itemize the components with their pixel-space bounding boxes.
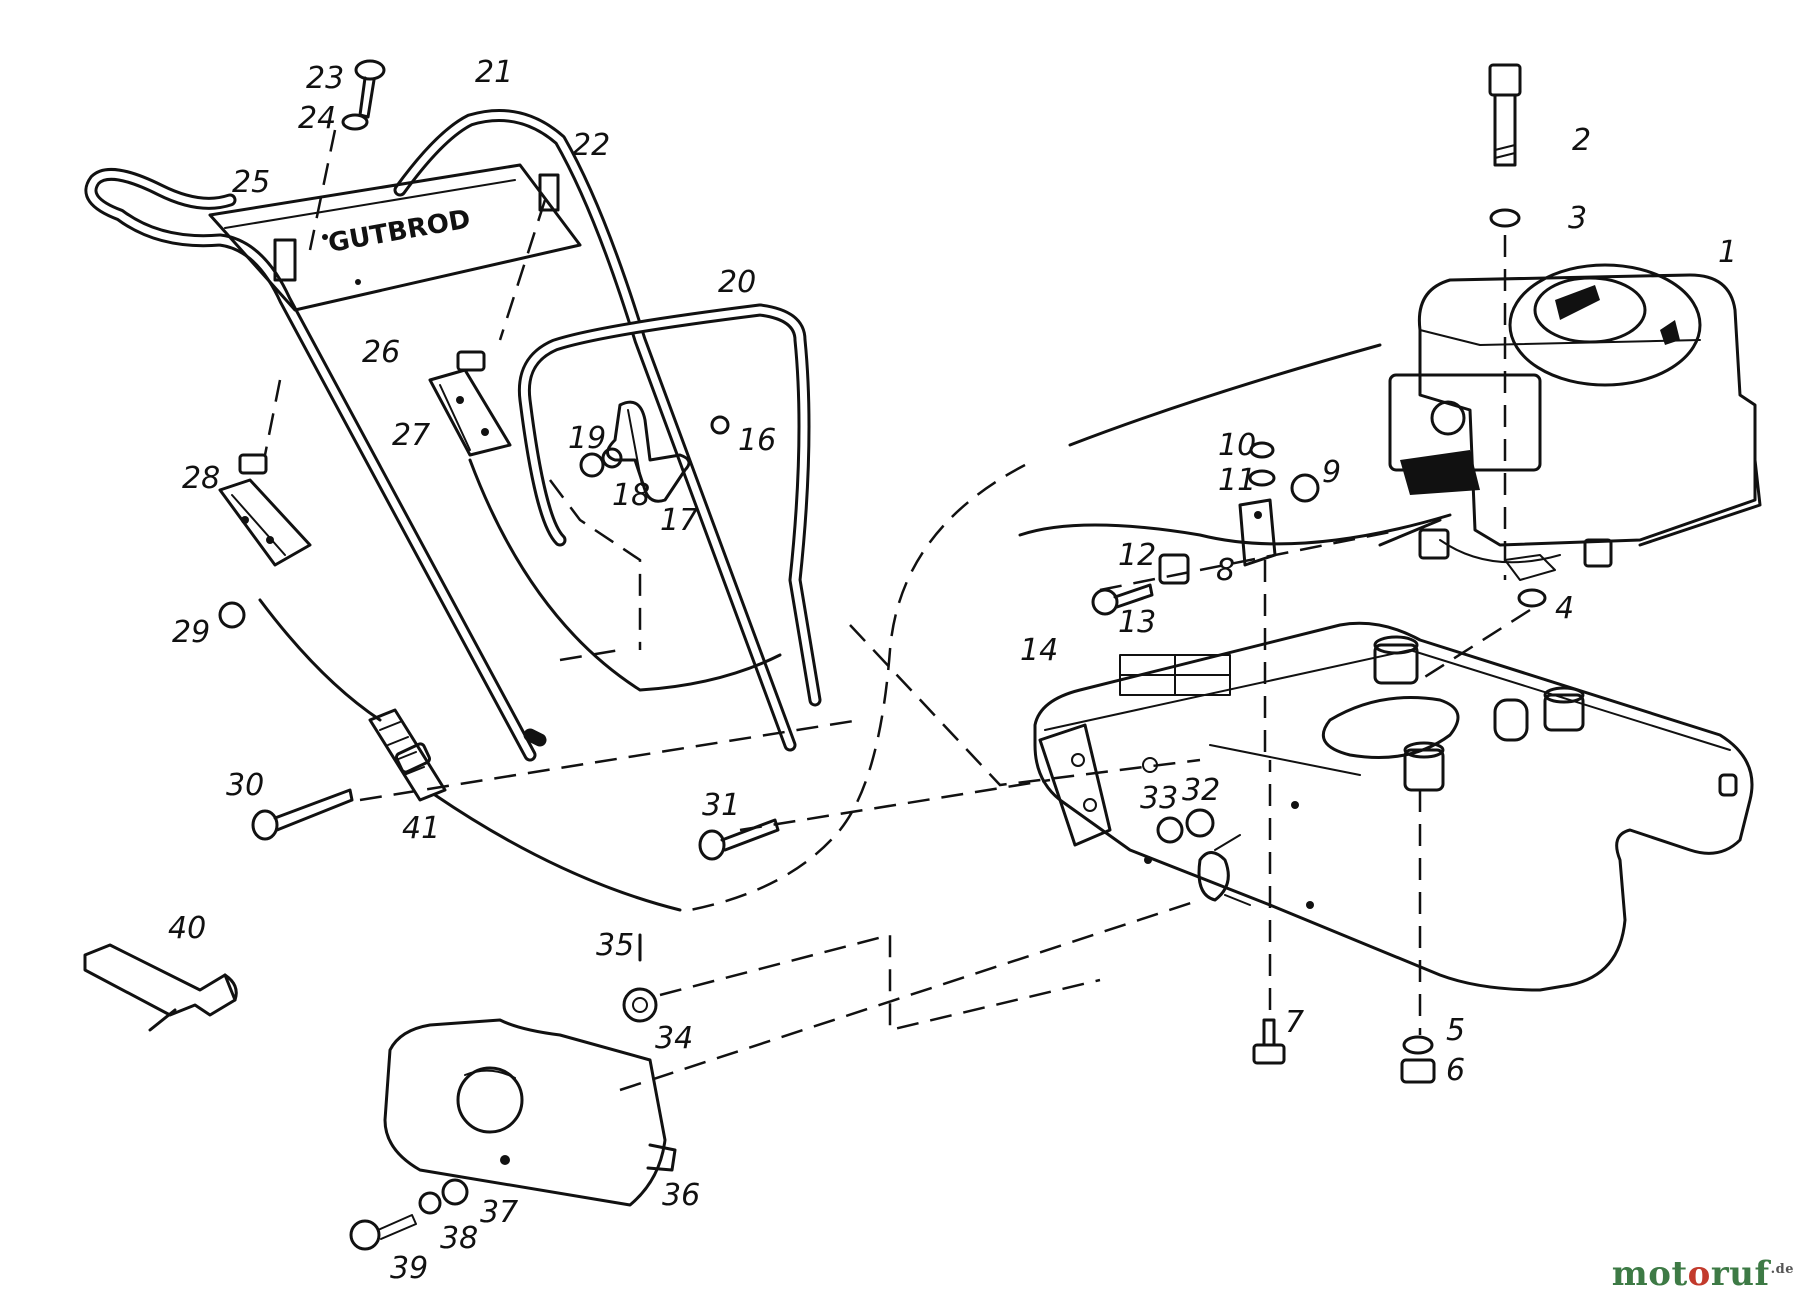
spark-plug-wrench xyxy=(83,943,238,1032)
label-part-36: 36 xyxy=(662,1178,700,1213)
label-part-8: 8 xyxy=(1216,553,1235,588)
pulley-34 xyxy=(622,987,658,1023)
bracket-28 xyxy=(218,453,312,567)
label-part-28: 28 xyxy=(182,461,220,496)
clip-12 xyxy=(1158,553,1190,585)
washer-37 xyxy=(441,1178,469,1206)
watermark-part-c: ruf xyxy=(1710,1254,1770,1294)
engine xyxy=(1388,263,1762,581)
label-part-14: 14 xyxy=(1020,633,1058,668)
screw-7 xyxy=(1252,1018,1286,1065)
label-part-7: 7 xyxy=(1285,1005,1304,1040)
handle-brand-label: GUTBROD xyxy=(326,204,473,259)
label-part-6: 6 xyxy=(1446,1053,1465,1088)
handle-frame xyxy=(84,109,797,762)
label-part-1: 1 xyxy=(1718,235,1737,270)
label-part-34: 34 xyxy=(655,1021,693,1056)
label-part-13: 13 xyxy=(1118,605,1156,640)
mower-deck xyxy=(1033,621,1754,992)
washer-11 xyxy=(1248,469,1276,487)
nut-10 xyxy=(1249,441,1275,459)
nut-32 xyxy=(1185,808,1215,838)
watermark-part-b: o xyxy=(1687,1254,1711,1294)
label-part-22: 22 xyxy=(572,128,610,163)
washer-38 xyxy=(418,1191,442,1215)
label-part-20: 20 xyxy=(718,265,756,300)
screw-23 xyxy=(354,59,386,119)
bolt-30 xyxy=(251,788,354,841)
screw-39 xyxy=(349,1214,417,1251)
label-part-19: 19 xyxy=(568,421,606,456)
washer-24 xyxy=(341,113,369,131)
nut-29 xyxy=(218,601,246,629)
label-part-29: 29 xyxy=(172,615,210,650)
label-part-23: 23 xyxy=(306,61,344,96)
label-part-27: 27 xyxy=(392,418,430,453)
part-labels: 1 2 3 4 5 6 7 8 9 10 11 12 13 14 16 17 1… xyxy=(168,55,1737,1286)
cable-adjuster xyxy=(368,708,447,802)
label-part-37: 37 xyxy=(480,1195,518,1230)
cover-36 xyxy=(383,1018,677,1207)
label-part-24: 24 xyxy=(298,101,336,136)
washer-4 xyxy=(1517,588,1547,608)
label-part-11: 11 xyxy=(1218,463,1256,498)
label-part-38: 38 xyxy=(440,1221,478,1256)
label-part-21: 21 xyxy=(475,55,513,90)
label-part-32: 32 xyxy=(1182,773,1220,808)
watermark-tld: .de xyxy=(1770,1261,1794,1277)
label-part-3: 3 xyxy=(1568,201,1587,236)
label-part-2: 2 xyxy=(1572,123,1591,158)
label-part-40: 40 xyxy=(168,911,206,946)
label-part-5: 5 xyxy=(1446,1013,1465,1048)
washer-5 xyxy=(1402,1035,1434,1055)
label-part-26: 26 xyxy=(362,335,400,370)
bolt-2 xyxy=(1488,63,1522,167)
cables xyxy=(258,343,1452,912)
assembly-lines xyxy=(263,129,1531,1092)
label-part-33: 33 xyxy=(1140,781,1178,816)
label-part-39: 39 xyxy=(390,1251,428,1286)
nut-18 xyxy=(601,447,623,469)
watermark-part-a: mot xyxy=(1611,1254,1688,1294)
label-part-16: 16 xyxy=(738,423,776,458)
site-watermark: motoruf.de xyxy=(1612,1254,1794,1294)
nut-9 xyxy=(1290,473,1320,503)
label-part-41: 41 xyxy=(402,811,440,846)
bolt-31 xyxy=(698,818,780,861)
label-part-10: 10 xyxy=(1218,428,1256,463)
washer-19 xyxy=(579,452,605,478)
label-part-17: 17 xyxy=(660,503,698,538)
label-part-35: 35 xyxy=(596,928,634,963)
bracket-27 xyxy=(428,350,512,457)
control-lever xyxy=(606,400,691,503)
label-part-12: 12 xyxy=(1118,538,1156,573)
nut-16 xyxy=(710,415,730,435)
nut-6 xyxy=(1400,1058,1436,1084)
nut-33 xyxy=(1156,816,1184,844)
label-part-25: 25 xyxy=(232,165,270,200)
bail-handle xyxy=(517,303,822,707)
label-part-4: 4 xyxy=(1555,591,1574,626)
label-part-31: 31 xyxy=(702,788,740,823)
label-part-9: 9 xyxy=(1322,455,1341,490)
label-part-18: 18 xyxy=(612,478,650,513)
label-part-30: 30 xyxy=(226,768,264,803)
washer-3 xyxy=(1489,208,1521,228)
